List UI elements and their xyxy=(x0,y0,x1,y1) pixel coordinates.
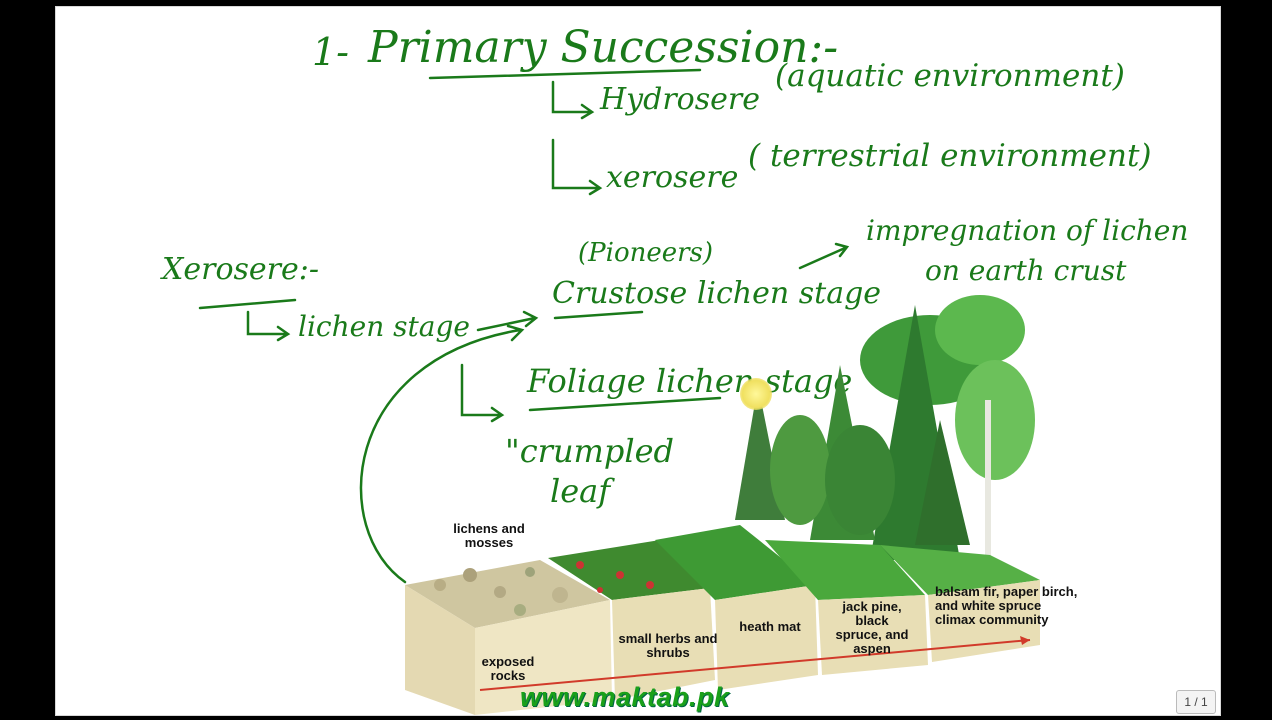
watermark: www.maktab.pk xyxy=(520,682,730,712)
crustose-label: Crustose lichen stage xyxy=(552,276,882,311)
cursor-highlight xyxy=(740,378,772,410)
ground-blocks xyxy=(405,525,1040,715)
to-crustose-arrow xyxy=(476,310,539,332)
forest-illustration xyxy=(735,295,1035,560)
xerosere-heading: Xerosere:- xyxy=(162,252,320,287)
page-indicator: 1 / 1 xyxy=(1176,690,1216,714)
heading-number: 1- xyxy=(312,30,350,74)
xerosere-arrow xyxy=(551,138,603,196)
hydrosere-label: Hydrosere xyxy=(600,82,760,117)
heading-primary-succession: Primary Succession:- xyxy=(368,22,839,73)
impregnation-line2: on earth crust xyxy=(925,254,1127,287)
xerosere-label: xerosere xyxy=(606,160,739,195)
crustose-underline xyxy=(553,310,644,320)
time-arrow xyxy=(479,639,1031,691)
label-lichens-mosses: lichens and mosses xyxy=(453,521,525,550)
impregnation-arrow xyxy=(798,242,850,270)
heading-underline xyxy=(428,68,702,80)
label-small-herbs: small herbs and shrubs xyxy=(618,631,718,660)
hydrosere-arrow xyxy=(551,80,595,120)
pioneers-label: (Pioneers) xyxy=(578,238,714,268)
lichen-stage-arrow xyxy=(246,310,291,342)
foliage-arrow xyxy=(460,363,505,423)
foliage-underline xyxy=(528,396,722,412)
foliage-label: Foliage lichen stage xyxy=(527,362,853,400)
crumpled-line2: leaf xyxy=(550,472,611,510)
hydrosere-description: (aquatic environment) xyxy=(775,58,1125,94)
label-balsam: balsam fir, paper birch, and white spruc… xyxy=(935,584,1078,627)
xerosere-heading-underline xyxy=(198,298,297,310)
xerosere-description: ( terrestrial environment) xyxy=(748,138,1152,174)
lichen-stage-label: lichen stage xyxy=(298,310,470,343)
impregnation-line1: impregnation of lichen xyxy=(866,214,1189,247)
curve-arrow xyxy=(359,324,525,584)
label-jack-pine: jack pine, black spruce, and aspen xyxy=(835,599,909,656)
label-exposed-rocks: exposed rocks xyxy=(481,654,535,683)
label-heath-mat: heath mat xyxy=(739,619,801,634)
crumpled-line1: "crumpled xyxy=(505,432,675,470)
